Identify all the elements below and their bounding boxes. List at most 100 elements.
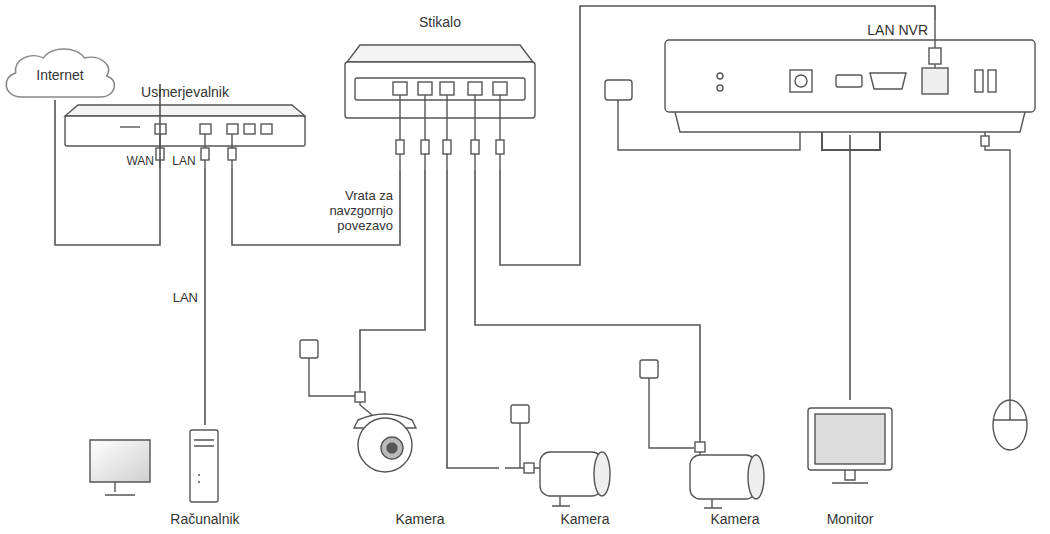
port-label: WAN <box>126 154 154 169</box>
camera-mount <box>704 499 722 508</box>
nvr-node: LAN NVR <box>660 20 1040 135</box>
cloud-node: Internet <box>0 45 121 100</box>
plug <box>201 148 209 160</box>
hdmi-port <box>836 75 862 87</box>
switch-port <box>418 82 432 95</box>
monitor-screen <box>815 414 885 464</box>
switch-port <box>393 82 407 95</box>
device-label: LAN NVR <box>867 22 928 39</box>
device-label: Stikalo <box>334 14 546 31</box>
plug <box>471 140 479 154</box>
switch-front <box>345 62 535 118</box>
device-label: Usmerjevalnik <box>59 84 311 101</box>
plug <box>396 140 404 154</box>
switch-port <box>468 82 482 95</box>
router-port <box>244 124 255 134</box>
camera-node: Kamera <box>664 440 806 530</box>
cable-label: Vrata za navzgornjo povezavo <box>299 188 395 233</box>
plug <box>228 148 236 160</box>
bullet-camera-drawing <box>640 360 764 508</box>
pc-tower-detail <box>194 440 214 482</box>
switch-drawing <box>345 45 535 170</box>
power-cable <box>309 358 356 396</box>
plug <box>443 140 451 154</box>
computer-node: Računalnik <box>124 425 286 530</box>
pc-stand <box>105 482 135 495</box>
nvr-screw <box>717 73 723 79</box>
network-cable <box>447 170 499 468</box>
camera-node: Kamera <box>339 380 501 530</box>
usb-port <box>988 70 996 92</box>
dome-lens <box>387 443 397 453</box>
power-cable <box>649 378 694 448</box>
monitor-stand <box>832 470 868 483</box>
switch-port <box>493 82 507 95</box>
pc-tower <box>190 430 218 502</box>
power-adapter <box>511 405 529 423</box>
network-cable <box>55 84 160 245</box>
device-label: Računalnik <box>124 511 286 528</box>
router-port <box>261 124 272 134</box>
switch-top <box>347 45 533 62</box>
connector <box>524 463 534 473</box>
monitor-frame <box>808 408 892 470</box>
camera-cable <box>505 467 540 468</box>
network-cable <box>475 170 700 440</box>
network-cable <box>500 6 935 265</box>
switch-plugs <box>400 95 500 170</box>
router-front <box>65 116 305 146</box>
power-cable <box>519 423 520 468</box>
mouse <box>993 400 1027 450</box>
camera-body <box>690 455 756 499</box>
switch-node: Stikalo <box>334 14 546 170</box>
mouse-button <box>993 400 1027 420</box>
device-label: Kamera <box>499 511 671 528</box>
dome-camera-drawing <box>300 340 416 472</box>
cable-label: LAN <box>171 290 200 305</box>
monitor-node: Monitor <box>794 400 906 530</box>
usb-port <box>975 70 983 92</box>
power-adapter <box>640 360 658 378</box>
plug <box>496 140 504 154</box>
power-adapter <box>300 340 318 358</box>
plug <box>929 48 941 64</box>
network-cable <box>204 168 206 425</box>
router-port <box>200 124 211 134</box>
connector <box>355 392 365 402</box>
nvr-body <box>665 40 1035 112</box>
camera-face <box>748 455 764 499</box>
mouse-cable <box>985 132 1010 400</box>
pc-screen <box>90 440 150 482</box>
camera-body <box>540 452 602 496</box>
dome-ball <box>358 418 412 472</box>
monitor-bracket <box>822 132 880 150</box>
dome-lens <box>381 437 403 459</box>
camera-mount <box>552 496 570 506</box>
usb-plug <box>981 136 989 146</box>
device-label: Kamera <box>339 511 501 528</box>
network-cable <box>232 168 400 245</box>
computer-drawing <box>90 430 218 502</box>
connector <box>695 442 705 452</box>
plug <box>421 140 429 154</box>
switch-port <box>440 82 454 95</box>
router-top <box>65 105 305 116</box>
port-label: LAN <box>172 154 195 169</box>
camera-node: Kamera <box>499 440 671 530</box>
camera-face <box>594 452 610 496</box>
nvr-screw <box>717 85 723 91</box>
router-drawing <box>65 105 305 168</box>
nvr-base <box>675 112 1025 132</box>
monitor-drawing <box>808 408 892 483</box>
power-jack <box>790 70 812 92</box>
device-label: Kamera <box>664 511 806 528</box>
nvr-drawing <box>605 20 1035 450</box>
network-cable <box>849 135 851 400</box>
power-cable <box>618 100 800 150</box>
bullet-camera-drawing <box>505 405 610 506</box>
router-port <box>227 124 238 134</box>
router-plugs <box>160 134 232 168</box>
